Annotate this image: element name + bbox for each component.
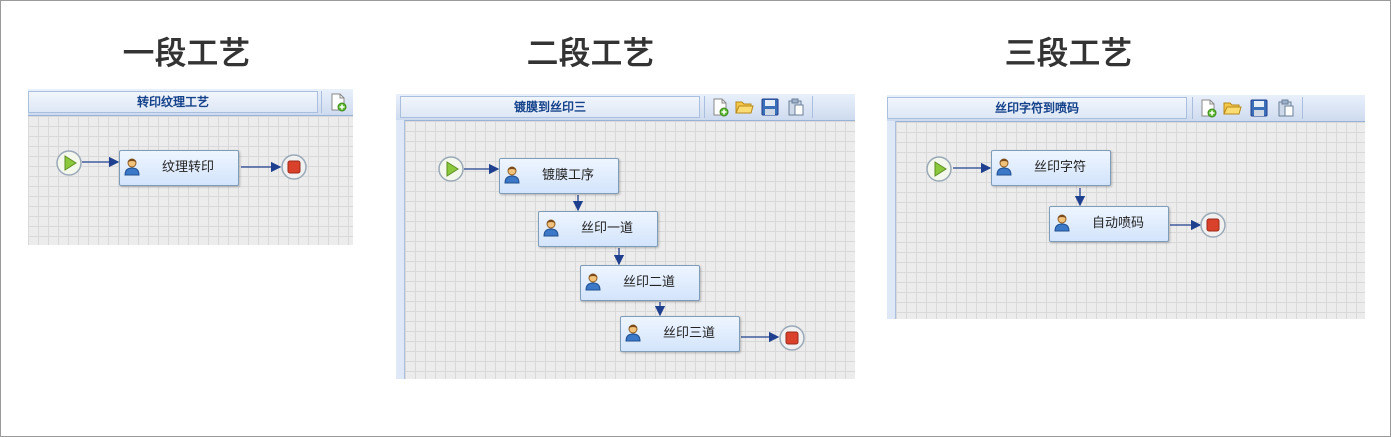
paste-icon[interactable] [786, 97, 806, 117]
toolbar-separator [704, 96, 705, 118]
toolbar-separator [812, 96, 813, 118]
task-node-label: 丝印三道 [662, 326, 715, 341]
stage-3-ruler [887, 121, 896, 319]
user-icon [1054, 214, 1070, 232]
task-node-label: 丝印二道 [622, 275, 675, 290]
open-folder-icon[interactable] [1222, 98, 1242, 118]
new-icon[interactable] [328, 92, 348, 112]
task-node-label: 丝印一道 [580, 221, 633, 236]
stage-1-flow-title: 转印纹理工艺 [28, 91, 318, 113]
user-icon [543, 219, 559, 237]
new-icon[interactable] [710, 97, 730, 117]
task-node[interactable]: 丝印一道 [538, 211, 658, 247]
stage-2-ruler [396, 120, 405, 379]
stage-2-toolbar: 镀膜到丝印三 [396, 94, 855, 121]
toolbar-separator [321, 91, 322, 113]
open-folder-icon[interactable] [734, 97, 754, 117]
start-event-icon[interactable] [438, 156, 464, 182]
stage-1-heading: 一段工艺 [123, 36, 251, 72]
user-icon [996, 158, 1012, 176]
user-icon [124, 158, 140, 176]
end-event-icon[interactable] [779, 325, 805, 351]
task-node-label: 纹理转印 [161, 160, 214, 175]
new-icon[interactable] [1198, 98, 1218, 118]
stage-3-heading: 三段工艺 [1005, 36, 1133, 72]
task-node[interactable]: 自动喷码 [1049, 206, 1169, 242]
task-node[interactable]: 纹理转印 [119, 150, 239, 186]
task-node-label: 丝印字符 [1033, 160, 1086, 175]
stage-3-editor-panel: 丝印字符到喷码 丝印字符 自动喷码 [887, 95, 1365, 319]
task-node-label: 自动喷码 [1091, 216, 1144, 231]
task-node[interactable]: 丝印二道 [580, 265, 700, 301]
end-event-icon[interactable] [1200, 212, 1226, 238]
user-icon [625, 324, 641, 342]
user-icon [504, 166, 520, 184]
task-node[interactable]: 丝印字符 [991, 150, 1111, 186]
task-node[interactable]: 镀膜工序 [499, 158, 619, 194]
end-event-icon[interactable] [281, 154, 307, 180]
task-node[interactable]: 丝印三道 [620, 316, 740, 352]
user-icon [585, 273, 601, 291]
stage-3-toolbar: 丝印字符到喷码 [887, 95, 1365, 122]
toolbar-separator [1192, 97, 1193, 119]
stage-3-flow-title: 丝印字符到喷码 [887, 97, 1187, 119]
stage-2-heading: 二段工艺 [527, 36, 655, 72]
save-icon[interactable] [1249, 98, 1269, 118]
stage-2-flow-title: 镀膜到丝印三 [400, 96, 700, 118]
start-event-icon[interactable] [926, 156, 952, 182]
stage-1-editor-panel: 转印纹理工艺 纹理转印 [28, 89, 353, 245]
paste-icon[interactable] [1276, 98, 1296, 118]
task-node-label: 镀膜工序 [541, 168, 594, 183]
stage-1-toolbar: 转印纹理工艺 [28, 89, 353, 116]
save-icon[interactable] [760, 97, 780, 117]
stage-2-editor-panel: 镀膜到丝印三 镀膜工序 丝印一道 丝印二道 [396, 94, 855, 379]
start-event-icon[interactable] [56, 150, 82, 176]
toolbar-separator [1302, 97, 1303, 119]
